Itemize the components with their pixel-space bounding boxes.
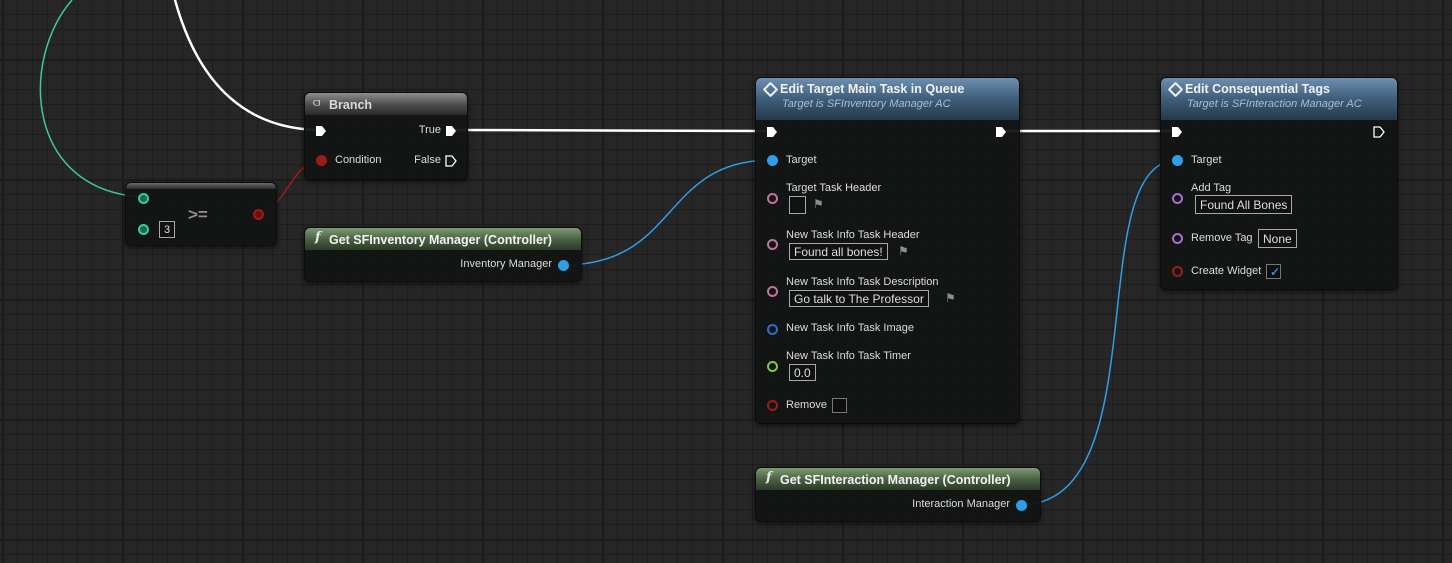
new-task-description-pin[interactable] [767, 286, 778, 297]
get-inventory-manager-header: f Get SFInventory Manager (Controller) [305, 228, 581, 250]
add-tag-label: Add Tag [1191, 182, 1232, 194]
new-task-image-label: New Task Info Task Image [786, 322, 914, 334]
target-task-header-pin[interactable] [767, 193, 778, 204]
checkmark-icon: ✓ [1270, 265, 1281, 279]
remove-checkbox[interactable] [832, 398, 847, 413]
exec-wire-branch-true [451, 128, 771, 133]
edit-tags-exec-out-pin[interactable] [1373, 126, 1385, 138]
edit-task-exec-out-pin[interactable] [995, 126, 1007, 138]
target-task-header-label: Target Task Header [786, 182, 882, 194]
edit-task-target-label: Target [786, 154, 817, 166]
branch-node-header: ⫏ Branch [305, 93, 467, 115]
branch-condition-pin[interactable] [316, 155, 327, 166]
edit-task-subtitle: Target is SFInventory Manager AC [782, 98, 951, 110]
event-diamond-icon [1167, 81, 1184, 98]
branch-true-pin[interactable] [445, 125, 457, 137]
add-tag-pin[interactable] [1172, 193, 1183, 204]
edit-tags-header: Edit Consequential Tags Target is SFInte… [1161, 78, 1397, 120]
new-task-header-field[interactable]: Found all bones! [789, 243, 888, 260]
remove-tag-label: Remove Tag [1191, 232, 1253, 244]
exec-wire-incoming [173, 0, 318, 132]
new-task-header-label: New Task Info Task Header [786, 229, 920, 241]
edit-tags-target-pin[interactable] [1172, 155, 1183, 166]
compare-output-pin[interactable] [253, 209, 264, 220]
localize-flag-icon[interactable]: ⚑ [945, 291, 956, 305]
edit-task-exec-in-pin[interactable] [766, 126, 778, 138]
interaction-manager-output-label: Interaction Manager [912, 498, 1010, 510]
edit-task-target-pin[interactable] [767, 155, 778, 166]
branch-condition-label: Condition [335, 154, 382, 166]
branch-false-label: False [414, 154, 441, 166]
object-wire-inventory [562, 159, 773, 266]
localize-flag-icon[interactable]: ⚑ [898, 244, 909, 258]
remove-label: Remove [786, 399, 827, 411]
get-inventory-manager-node[interactable]: f Get SFInventory Manager (Controller) I… [304, 227, 582, 282]
interaction-manager-output-pin[interactable] [1016, 500, 1027, 511]
remove-pin[interactable] [767, 400, 778, 411]
edit-task-title: Edit Target Main Task in Queue [780, 82, 965, 96]
remove-tag-field[interactable]: None [1258, 229, 1297, 248]
edit-target-main-task-node[interactable]: Edit Target Main Task in Queue Target is… [755, 77, 1020, 424]
branch-false-pin[interactable] [445, 155, 457, 167]
edit-tags-subtitle: Target is SFInteraction Manager AC [1187, 98, 1362, 110]
new-task-timer-pin[interactable] [767, 361, 778, 372]
compare-input-b-pin[interactable] [138, 224, 149, 235]
inventory-manager-output-pin[interactable] [558, 260, 569, 271]
inventory-manager-output-label: Inventory Manager [460, 258, 552, 270]
compare-operator-label: >= [188, 205, 208, 224]
new-task-timer-field[interactable]: 0.0 [789, 364, 816, 381]
int-wire-incoming [39, 0, 143, 198]
edit-tags-target-label: Target [1191, 154, 1222, 166]
add-tag-field[interactable]: Found All Bones [1195, 195, 1293, 214]
edit-task-header: Edit Target Main Task in Queue Target is… [756, 78, 1019, 120]
branch-true-label: True [418, 124, 441, 136]
get-interaction-manager-header: f Get SFInteraction Manager (Controller) [756, 468, 1040, 490]
new-task-description-field[interactable]: Go talk to The Professor [789, 290, 929, 307]
new-task-timer-label: New Task Info Task Timer [786, 350, 911, 362]
branch-exec-in-pin[interactable] [315, 125, 327, 137]
remove-tag-pin[interactable] [1172, 233, 1183, 244]
branch-node[interactable]: ⫏ Branch True Condition False [304, 92, 468, 180]
target-task-header-field[interactable] [789, 196, 806, 214]
create-widget-pin[interactable] [1172, 266, 1183, 277]
new-task-header-pin[interactable] [767, 239, 778, 250]
localize-flag-icon[interactable]: ⚑ [813, 197, 824, 211]
branch-node-title: Branch [329, 98, 373, 112]
function-icon: f [766, 470, 772, 485]
get-interaction-manager-node[interactable]: f Get SFInteraction Manager (Controller)… [755, 467, 1041, 522]
create-widget-label: Create Widget [1191, 265, 1262, 277]
compare-input-a-pin[interactable] [138, 193, 149, 204]
object-wire-interaction [1019, 159, 1179, 506]
new-task-description-label: New Task Info Task Description [786, 276, 939, 288]
edit-tags-title: Edit Consequential Tags [1185, 82, 1330, 96]
create-widget-checkbox[interactable]: ✓ [1266, 264, 1281, 279]
compare-node[interactable]: 3 >= [125, 182, 277, 246]
edit-tags-exec-in-pin[interactable] [1171, 126, 1183, 138]
event-diamond-icon [762, 81, 779, 98]
function-icon: f [315, 230, 321, 245]
get-interaction-manager-title: Get SFInteraction Manager (Controller) [780, 473, 1011, 487]
edit-consequential-tags-node[interactable]: Edit Consequential Tags Target is SFInte… [1160, 77, 1398, 290]
compare-input-b-field[interactable]: 3 [159, 221, 176, 238]
get-inventory-manager-title: Get SFInventory Manager (Controller) [329, 233, 552, 247]
new-task-image-pin[interactable] [767, 324, 778, 335]
compare-node-header [126, 183, 276, 189]
branch-icon: ⫏ [313, 95, 321, 109]
